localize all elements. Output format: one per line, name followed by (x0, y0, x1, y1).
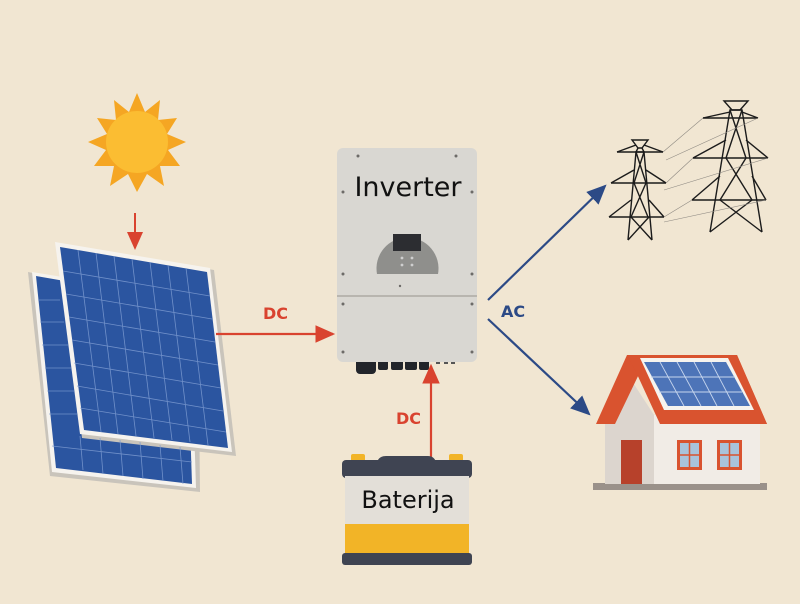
sun-icon (88, 93, 186, 192)
dc-label-panels: DC (263, 304, 289, 323)
power-lines (662, 117, 769, 223)
ac-arrow-to-grid (487, 184, 607, 301)
battery-label: Baterija (361, 486, 455, 514)
battery-icon (342, 454, 472, 565)
dc-label-battery: DC (396, 409, 422, 428)
ac-label: AC (501, 302, 526, 321)
solar-panels-icon (28, 242, 236, 492)
house-icon (593, 355, 767, 490)
power-towers-icon (608, 100, 769, 241)
inverter-icon (337, 148, 477, 374)
ac-arrow-to-house (487, 318, 591, 416)
inverter-label: Inverter (354, 172, 462, 203)
